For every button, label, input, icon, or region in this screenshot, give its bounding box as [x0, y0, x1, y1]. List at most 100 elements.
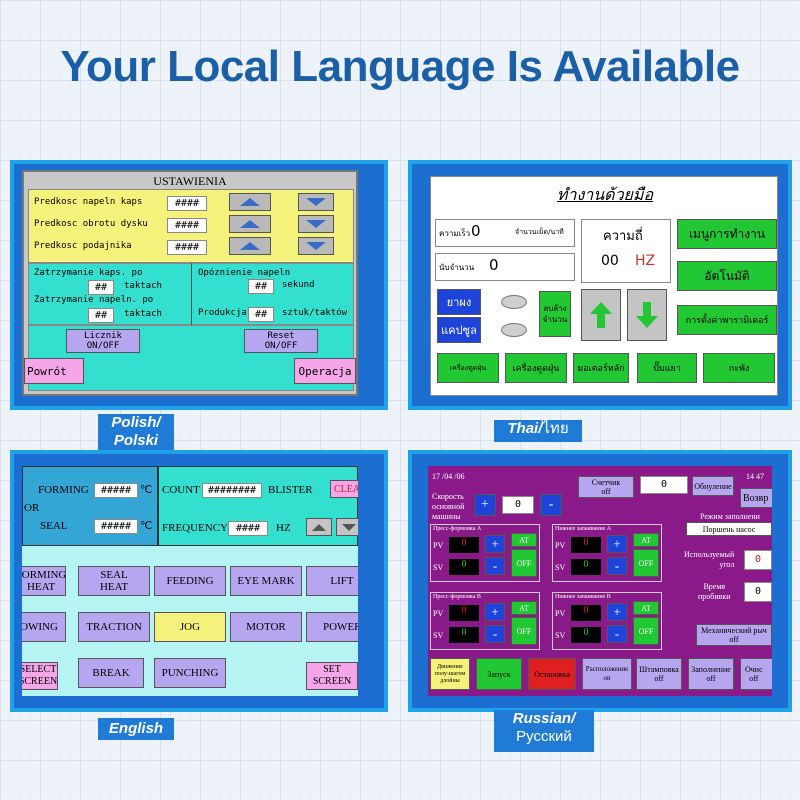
pv-value: 0 [449, 537, 479, 553]
parameter-settings-button[interactable]: การตั้งค่าพารามิเตอร์ [677, 305, 777, 335]
fill-speed-down-button[interactable] [298, 193, 334, 211]
motor-button[interactable]: MOTOR [230, 612, 302, 642]
temp-minus-button[interactable]: - [485, 625, 505, 643]
bottom-button-last[interactable]: กะพัง [703, 353, 775, 383]
forming-temp-field[interactable]: ##### [94, 483, 138, 498]
reset-toggle-button[interactable]: Reset ON/OFF [244, 329, 318, 353]
filling-button[interactable]: Заполнение off [688, 658, 734, 690]
seal-temp-field[interactable]: ##### [94, 519, 138, 534]
stop-button[interactable]: Остановка [528, 658, 576, 690]
sv-label: SV [555, 563, 566, 572]
arrow-down-icon [306, 242, 326, 250]
speed-field-disk[interactable]: #### [167, 218, 207, 233]
heater-off-button[interactable]: OFF [633, 549, 659, 577]
stop-fill-field[interactable]: ## [88, 308, 114, 323]
counter-toggle-button[interactable]: Счетчик off [578, 476, 634, 498]
back-button[interactable]: Powrót [24, 358, 84, 384]
auto-tune-button[interactable]: AT [511, 601, 537, 615]
temp-minus-button[interactable]: - [607, 557, 627, 575]
speed-plus-button[interactable]: + [474, 494, 496, 516]
lift-button[interactable]: LIFT [306, 566, 358, 596]
bottom-button-vacuum-1[interactable]: เครื่องดูดฝุ่น [437, 353, 499, 383]
stop-caps-label: Zatrzymanie kaps. po [34, 268, 143, 278]
auto-button[interactable]: อัตโนมัติ [677, 261, 777, 291]
return-button[interactable]: Возвр [740, 488, 772, 508]
fill-speed-up-button[interactable] [229, 193, 271, 211]
feeder-speed-up-button[interactable] [229, 237, 271, 255]
auto-tune-button[interactable]: AT [633, 533, 659, 547]
half-step-button[interactable]: Движение полу-шагом длойны [430, 658, 470, 690]
pv-value: 0 [571, 537, 601, 553]
frequency-up-button[interactable] [306, 518, 332, 536]
temp-minus-button[interactable]: - [607, 625, 627, 643]
pv-label: PV [433, 609, 444, 618]
traction-button[interactable]: TRACTION [78, 612, 150, 642]
bottom-button-pump[interactable]: ปั๊มแยา [637, 353, 697, 383]
frequency-unit: HZ [276, 522, 291, 534]
clear-count-button[interactable]: ลบล้าง จำนวน [539, 291, 571, 337]
stop-caps-field[interactable]: ## [88, 280, 114, 295]
punching-button[interactable]: PUNCHING [154, 658, 226, 688]
bottom-button-main-motor[interactable]: มอเตอร์หลัก [573, 353, 629, 383]
speed-field-fill[interactable]: #### [167, 196, 207, 211]
auto-tune-button[interactable]: AT [511, 533, 537, 547]
frequency-field[interactable]: #### [228, 521, 268, 536]
disk-speed-down-button[interactable] [298, 215, 334, 233]
count-field[interactable]: ######## [202, 483, 262, 498]
menu-button[interactable]: เมนูการทำงาน [677, 219, 777, 249]
thai-tag-english: Thai/ [507, 420, 543, 437]
fill-delay-label: Opóznienie napeln [198, 268, 291, 278]
operation-button[interactable]: Operacja [294, 358, 356, 384]
seal-label: SEAL [40, 520, 68, 532]
break-button[interactable]: BREAK [78, 658, 144, 688]
pv-label: PV [555, 609, 566, 618]
settings-title: USTAWIENIA [153, 174, 227, 188]
powder-button[interactable]: ยาผง [437, 289, 481, 315]
heater-off-button[interactable]: OFF [511, 549, 537, 577]
temp-plus-button[interactable]: + [485, 535, 505, 553]
set-screen-button[interactable]: SET SCREEN [306, 662, 358, 690]
positioning-button[interactable]: Расположение on [582, 658, 632, 690]
eye-mark-button[interactable]: EYE MARK [230, 566, 302, 596]
sv-label: SV [433, 631, 444, 640]
stop-fill-unit: taktach [124, 309, 162, 319]
blowing-button[interactable]: BLOWING [22, 612, 66, 642]
production-field[interactable]: ## [248, 307, 274, 322]
speed-field-feeder[interactable]: #### [167, 240, 207, 255]
frequency-down-button[interactable] [336, 518, 358, 536]
select-screen-button[interactable]: SELECT SCREEN [22, 662, 58, 690]
feeder-speed-down-button[interactable] [298, 237, 334, 255]
jog-up-button[interactable] [581, 289, 621, 341]
reset-counter-button[interactable]: Обнуление [692, 476, 734, 496]
temp-plus-button[interactable]: + [607, 603, 627, 621]
mechanical-lever-button[interactable]: Механический рыч off [696, 624, 772, 646]
feeding-button[interactable]: FEEDING [154, 566, 226, 596]
seal-heat-button[interactable]: SEAL HEAT [78, 566, 150, 596]
temp-plus-button[interactable]: + [607, 535, 627, 553]
counter-toggle-button[interactable]: Licznik ON/OFF [66, 329, 140, 353]
heater-off-button[interactable]: OFF [633, 617, 659, 645]
disk-speed-up-button[interactable] [229, 215, 271, 233]
power-button[interactable]: POWER [306, 612, 358, 642]
fill-mode-button[interactable]: Поршень насос [686, 522, 772, 536]
bottom-button-vacuum-2[interactable]: เครื่องดูดฝุ่น [505, 353, 567, 383]
temp-minus-button[interactable]: - [485, 557, 505, 575]
fill-delay-field[interactable]: ## [248, 279, 274, 294]
temp-plus-button[interactable]: + [485, 603, 505, 621]
sv-value: 0 [571, 627, 601, 643]
speed-minus-button[interactable]: - [540, 494, 562, 516]
forming-heat-button[interactable]: FORMING HEAT [22, 566, 66, 596]
temp-module-d: Нижнее запаивание B PV 0 SV 0 + - AT OFF [552, 592, 662, 650]
jog-button[interactable]: JOG [154, 612, 226, 642]
clear-button[interactable]: CLEAR [330, 480, 358, 498]
heater-off-button[interactable]: OFF [511, 617, 537, 645]
cleaning-button[interactable]: Очис off [740, 658, 772, 690]
capsule-button[interactable]: แคปซูล [437, 317, 481, 343]
module-title: Нижнее запаивание B [555, 594, 611, 600]
temp-module-c: Пресс-формовка B PV 0 SV 0 + - AT OFF [430, 592, 540, 650]
speed-unit: จำนวนเม็ด/นาที [515, 228, 564, 236]
stamping-button[interactable]: Штамповка off [636, 658, 682, 690]
jog-down-button[interactable] [627, 289, 667, 341]
start-button[interactable]: Запуск [476, 658, 522, 690]
auto-tune-button[interactable]: AT [633, 601, 659, 615]
